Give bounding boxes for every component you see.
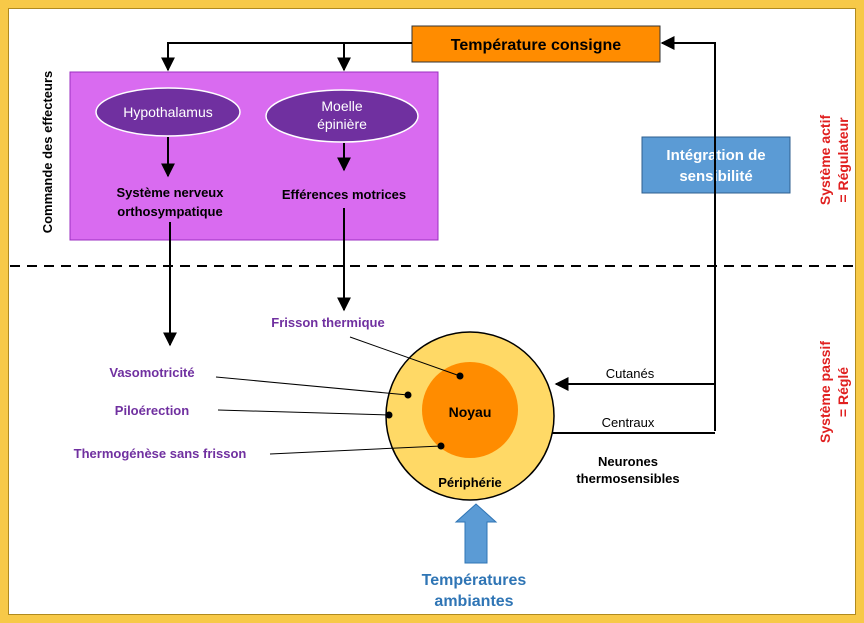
systeme-actif-line2: = Régulateur [835, 117, 851, 203]
cutanes-label: Cutanés [606, 366, 655, 381]
vasomotricite-label: Vasomotricité [109, 365, 194, 380]
peripherie-label: Périphérie [438, 475, 502, 490]
moelle-label-line1: Moelle [321, 98, 362, 114]
noyau-label: Noyau [449, 404, 492, 420]
ambient-heat-arrow [454, 503, 498, 564]
centraux-label: Centraux [602, 415, 655, 430]
effectors-side-label: Commande des effecteurs [40, 71, 55, 234]
systeme-actif-line1: Système actif [817, 115, 833, 206]
feedback-to-consigne [660, 36, 716, 431]
neurones-label-line1: Neurones [598, 454, 658, 469]
core-circle [422, 362, 518, 458]
frisson-dot [456, 372, 464, 380]
piloerection-pointer [217, 409, 390, 416]
vasomotricite-dot [404, 391, 412, 399]
ambient-label-line1: Températures [422, 572, 527, 589]
snos-label-line1: Système nerveux [117, 185, 225, 200]
systeme-passif-line1: Système passif [817, 341, 833, 443]
ambient-label-line2: ambiantes [434, 593, 513, 610]
moelle-label-line2: épinière [317, 116, 367, 132]
snos-label-line2: orthosympatique [117, 204, 222, 219]
efferences-label: Efférences motrices [282, 187, 406, 202]
temperature-consigne-label: Température consigne [451, 37, 622, 54]
moelle-ellipse [265, 89, 419, 143]
frisson-pointer [349, 336, 461, 377]
hypothalamus-label: Hypothalamus [123, 104, 213, 120]
thermogenese-dot [437, 442, 445, 450]
consigne-to-effectors-line [161, 42, 412, 72]
frisson-label: Frisson thermique [271, 315, 384, 330]
hypothalamus-ellipse [95, 87, 241, 137]
systeme-passif-line2: = Réglé [835, 367, 851, 417]
vasomotricite-pointer [215, 376, 409, 396]
neurones-label-line2: thermosensibles [576, 471, 679, 486]
piloerection-dot [385, 411, 393, 419]
thermogenese-pointer [269, 445, 442, 455]
thermogenese-label: Thermogénèse sans frisson [74, 446, 247, 461]
piloerection-label: Piloérection [115, 403, 189, 418]
